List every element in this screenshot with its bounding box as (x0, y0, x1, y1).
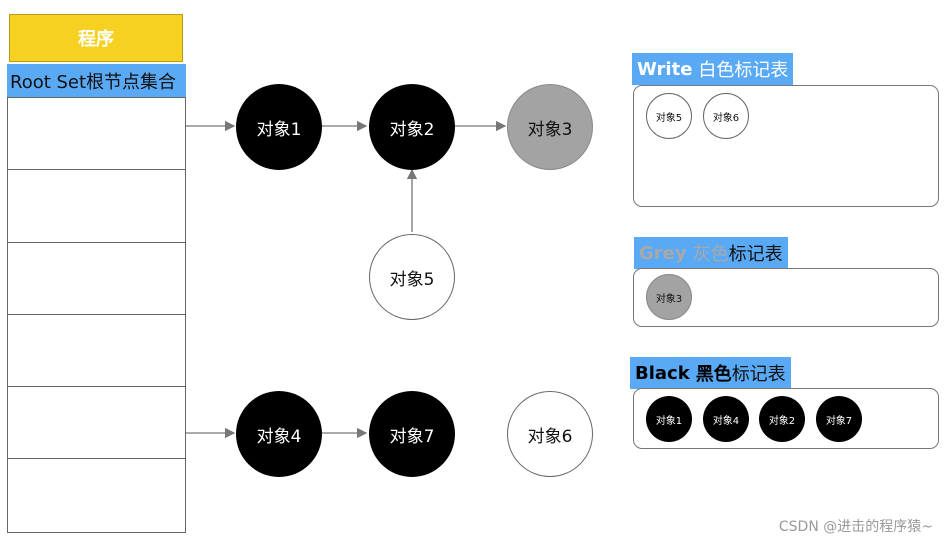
grey-table-title-cn-colored: 灰色 (692, 244, 729, 265)
watermark: CSDN @进击的程序猿~ (778, 519, 933, 535)
black-table-item: 对象7 (816, 396, 862, 442)
program-box: 程序 (9, 14, 183, 62)
grey-table-title-cn: 标记表 (728, 244, 783, 265)
program-label: 程序 (78, 29, 114, 50)
node-obj2: 对象2 (369, 84, 455, 170)
node-obj4: 对象4 (236, 391, 322, 477)
black-table-item: 对象2 (759, 396, 805, 442)
grey-table-item: 对象3 (646, 274, 692, 320)
black-table-title-cn-bold: 黑色 (695, 364, 732, 385)
black-table-title: Black 黑色 标记表 (630, 357, 791, 389)
root-set-cell (8, 315, 185, 388)
root-set-cell (8, 243, 185, 315)
black-table: 对象1 对象4 对象2 对象7 (633, 388, 939, 449)
black-table-item: 对象1 (646, 396, 692, 442)
black-table-title-cn: 标记表 (731, 364, 786, 385)
black-table-title-en: Black (635, 362, 690, 384)
root-set-cell (8, 98, 185, 171)
root-set-cell (8, 459, 185, 531)
node-obj6: 对象6 (507, 391, 593, 477)
node-obj1: 对象1 (236, 84, 322, 170)
black-table-item: 对象4 (703, 396, 749, 442)
white-table-title: Write 白色标记表 (632, 53, 794, 85)
node-obj7: 对象7 (369, 391, 455, 477)
white-table-title-cn: 白色标记表 (698, 60, 789, 81)
node-obj3: 对象3 (507, 84, 593, 170)
white-table-item: 对象6 (703, 93, 749, 139)
grey-table: 对象3 (633, 268, 939, 327)
white-table: 对象5 对象6 (633, 85, 939, 207)
grey-table-title: Grey 灰色 标记表 (634, 237, 788, 269)
root-set-label: Root Set根节点集合 (7, 64, 186, 97)
root-set-cell (8, 387, 185, 460)
grey-table-title-en: Grey (639, 242, 687, 264)
node-obj5: 对象5 (369, 234, 455, 320)
white-table-item: 对象5 (646, 93, 692, 139)
root-set-stack (7, 97, 186, 533)
root-set-cell (8, 170, 185, 243)
white-table-title-en: Write (637, 58, 693, 80)
